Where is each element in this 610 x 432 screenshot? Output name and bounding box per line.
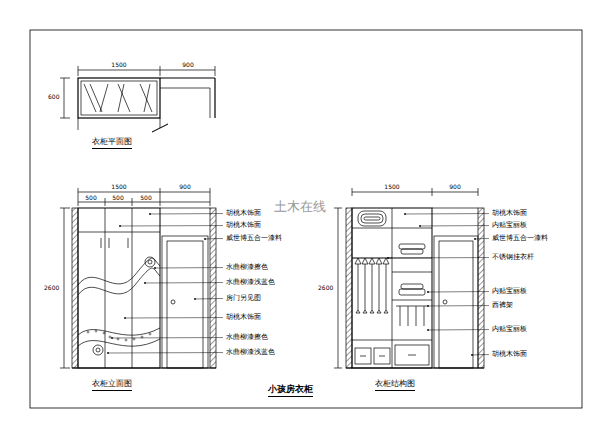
leader-line bbox=[155, 267, 223, 268]
dimension-text: 500 bbox=[85, 195, 96, 202]
leader-line bbox=[150, 213, 223, 214]
leader-line bbox=[472, 354, 489, 355]
view-caption: 衣柜结构图 bbox=[375, 380, 415, 391]
leader-line bbox=[195, 298, 223, 299]
material-callout: 西裤架 bbox=[492, 302, 513, 309]
leader-dot bbox=[204, 238, 206, 240]
leader-line bbox=[120, 225, 223, 226]
plan-view bbox=[60, 66, 215, 132]
leader-dot bbox=[427, 291, 429, 293]
leader-dot bbox=[149, 213, 151, 215]
leader-line bbox=[420, 225, 489, 226]
leader-line bbox=[108, 352, 223, 353]
dimension-text: 900 bbox=[179, 184, 190, 191]
leader-dot bbox=[404, 213, 406, 215]
material-callout: 胡桃木饰面 bbox=[226, 210, 261, 217]
watermark: 土木在线 bbox=[274, 200, 326, 214]
material-callout: 威世博五合一漆料 bbox=[226, 235, 282, 242]
dimension-text: 1500 bbox=[384, 184, 399, 191]
material-callout: 水曲柳漆擦色 bbox=[226, 264, 268, 271]
dimension-text: 900 bbox=[449, 184, 460, 191]
leader-dot bbox=[124, 317, 126, 319]
elevation-view bbox=[60, 188, 216, 368]
leader-line bbox=[428, 329, 489, 330]
leader-line bbox=[112, 337, 223, 338]
material-callout: 威世博五合一漆料 bbox=[492, 235, 548, 242]
material-callout: 水曲柳漆擦色 bbox=[226, 334, 268, 341]
leader-line bbox=[405, 213, 489, 214]
dimension-text: 1500 bbox=[111, 184, 126, 191]
leader-dot bbox=[471, 354, 473, 356]
leader-line bbox=[125, 317, 223, 318]
material-callout: 内贴宝丽板 bbox=[492, 288, 527, 295]
leader-dot bbox=[419, 225, 421, 227]
material-callout: 水曲柳漆浅蓝色 bbox=[226, 349, 275, 356]
dimension-text: 2600 bbox=[318, 285, 333, 292]
leader-dot bbox=[427, 329, 429, 331]
leader-dot bbox=[474, 238, 476, 240]
sheet-frame bbox=[30, 30, 582, 408]
leader-dot bbox=[387, 257, 389, 259]
material-callout: 不锈钢挂衣杆 bbox=[492, 254, 534, 261]
leader-dot bbox=[144, 282, 146, 284]
view-caption: 衣柜立面图 bbox=[92, 380, 132, 391]
material-callout: 胡桃木饰面 bbox=[226, 314, 261, 321]
dimension-text: 1500 bbox=[111, 62, 126, 69]
dimension-text: 500 bbox=[140, 195, 151, 202]
dimension-text: 900 bbox=[182, 62, 193, 69]
leader-line bbox=[475, 238, 489, 239]
leader-line bbox=[428, 291, 489, 292]
dimension-text: 600 bbox=[48, 94, 59, 101]
material-callout: 水曲柳漆浅蓝色 bbox=[226, 279, 275, 286]
leader-dot bbox=[154, 267, 156, 269]
leader-dot bbox=[107, 352, 109, 354]
structure-view bbox=[334, 188, 484, 368]
material-callout: 内贴宝丽板 bbox=[492, 222, 527, 229]
dimension-text: 500 bbox=[112, 195, 123, 202]
dimension-text: 2600 bbox=[44, 285, 59, 292]
leader-line bbox=[145, 282, 223, 283]
leader-dot bbox=[427, 305, 429, 307]
material-callout: 胡桃木饰面 bbox=[226, 222, 261, 229]
leader-line bbox=[428, 305, 489, 306]
view-caption: 衣柜平面图 bbox=[92, 138, 132, 149]
leader-dot bbox=[194, 298, 196, 300]
material-callout: 内贴宝丽板 bbox=[492, 326, 527, 333]
material-callout: 胡桃木饰面 bbox=[492, 210, 527, 217]
leader-dot bbox=[119, 225, 121, 227]
leader-line bbox=[388, 257, 489, 258]
leader-dot bbox=[111, 337, 113, 339]
material-callout: 房门另见图 bbox=[226, 295, 261, 302]
sheet-title: 小孩房衣柜 bbox=[268, 385, 313, 397]
leader-line bbox=[205, 238, 223, 239]
material-callout: 胡桃木饰面 bbox=[492, 351, 527, 358]
